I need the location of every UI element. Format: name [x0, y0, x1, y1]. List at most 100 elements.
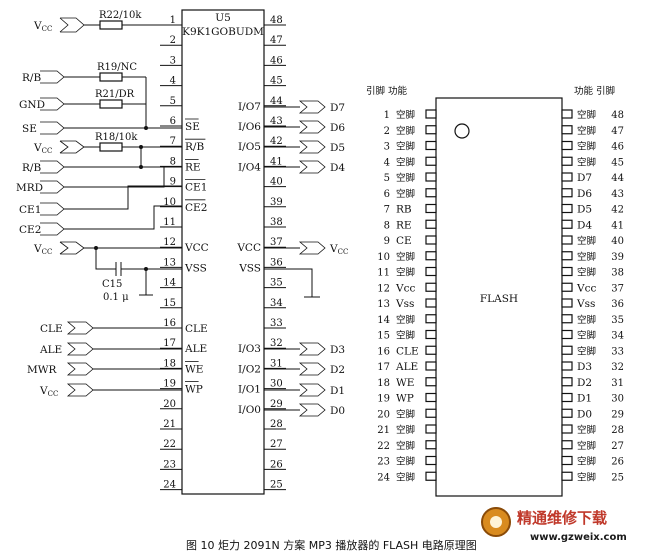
- flash-pin-function: 空脚: [577, 314, 596, 326]
- flash-pad-right: [561, 266, 573, 277]
- flash-pin-function: 空脚: [577, 235, 596, 247]
- flash-pin-number: 25: [611, 472, 624, 483]
- d4-net: D4: [264, 160, 345, 174]
- flash-pin-number: 45: [611, 157, 624, 168]
- flash-header-right: 功能 引脚: [574, 85, 615, 97]
- flash-pin-function: Vcc: [576, 282, 596, 294]
- u5-pin-label: CE2: [185, 202, 207, 214]
- flash-pad-left: [425, 266, 437, 277]
- u5-pin-number: 7: [170, 136, 176, 147]
- u5-pin-label: VSS: [184, 262, 207, 274]
- u5-pin-number: 33: [270, 318, 283, 329]
- flash-pin-function: 空脚: [396, 267, 415, 279]
- flash-pin-number: 3: [384, 142, 390, 153]
- flash-pin-number: 36: [611, 299, 624, 310]
- u5-right-pins: 4847464544I/O743I/O642I/O541I/O440393837…: [236, 15, 286, 491]
- flash-pin-number: 2: [384, 126, 390, 137]
- flash-pad-right: [561, 471, 573, 481]
- flash-pin-number: 31: [611, 378, 624, 389]
- flash-pin-number: 46: [611, 142, 624, 153]
- flash-pad-right: [561, 377, 573, 387]
- flash-pin-number: 1: [384, 110, 390, 121]
- se-label: SE: [22, 123, 37, 135]
- u5-pin-number: 34: [270, 298, 283, 309]
- flash-pad-right: [561, 109, 573, 119]
- u5-pin-number: 31: [270, 358, 283, 369]
- ce1-label: CE1: [19, 204, 41, 216]
- flash-pin-function: CLE: [396, 345, 419, 357]
- d3-connector-icon: [298, 342, 326, 356]
- gnd-label: GND: [19, 99, 45, 111]
- flash-pin-number: 14: [377, 315, 390, 326]
- u5-pin-label: I/O5: [238, 141, 261, 153]
- flash-pin-function: CE: [396, 235, 412, 247]
- flash-pin-function: 空脚: [577, 471, 596, 483]
- flash-pin-function: D6: [577, 188, 592, 200]
- flash-pad-left: [425, 361, 437, 371]
- flash-pad-left: [425, 424, 437, 434]
- u5-ref: U5: [215, 12, 231, 24]
- flash-pad-right: [561, 345, 573, 355]
- flash-pin-number: 4: [384, 157, 390, 168]
- u5-pin-number: 12: [163, 237, 176, 248]
- u5-pin-number: 24: [163, 480, 176, 491]
- flash-pin-function: 空脚: [396, 456, 415, 468]
- vcc-right-label: VCC: [329, 243, 348, 256]
- d0-connector-icon: [298, 403, 326, 417]
- flash-pin-function: D4: [577, 219, 592, 231]
- u5-pin-number: 17: [163, 338, 176, 349]
- flash-pin-function: 空脚: [577, 424, 596, 436]
- flash-pad-left: [425, 392, 437, 403]
- flash-pin-number: 21: [377, 425, 390, 436]
- flash-pad-left: [425, 109, 437, 119]
- flash-pin-number: 16: [377, 346, 390, 357]
- flash-pad-right: [561, 455, 573, 466]
- flash-pad-left: [425, 298, 437, 308]
- u5-pin-label: CLE: [185, 323, 208, 335]
- flash-pin-number: 8: [384, 220, 390, 231]
- flash-pin-number: 29: [611, 409, 624, 420]
- vcc2-label: VCC: [33, 142, 52, 155]
- flash-pin-number: 5: [384, 173, 390, 184]
- flash-pin-function: Vss: [395, 298, 414, 310]
- d7-connector-icon: [298, 100, 326, 114]
- flash-pin-function: 空脚: [577, 440, 596, 452]
- u5-pin-number: 29: [270, 399, 283, 410]
- flash-pin-function: D2: [577, 377, 592, 389]
- flash-pin-function: D7: [577, 172, 592, 184]
- flash-pin-number: 28: [611, 425, 624, 436]
- u5-pin-number: 27: [270, 439, 283, 450]
- u5-pin-number: 41: [270, 156, 283, 167]
- flash-pin-function: 空脚: [396, 251, 415, 263]
- flash-pad-left: [425, 282, 437, 292]
- u5-pin-number: 13: [163, 257, 176, 268]
- u5-pin-number: 21: [163, 419, 176, 430]
- flash-pin-function: 空脚: [577, 125, 596, 137]
- u5-pin-number: 14: [163, 278, 176, 289]
- vcc3-label: VCC: [33, 243, 52, 256]
- vcc-right-net: VCC: [264, 241, 348, 256]
- flash-pin-number: 30: [611, 394, 624, 405]
- ale-label: ALE: [39, 344, 62, 356]
- flash-pad-right: [561, 251, 573, 261]
- flash-pin-function: WE: [396, 377, 414, 389]
- u5-pin-number: 22: [163, 439, 176, 450]
- se-connector-icon: [40, 121, 65, 135]
- rb2-label: R/B: [22, 162, 41, 174]
- u5-pin-label: I/O3: [238, 343, 261, 355]
- right-nets: D7 D6 D5 D4 VCC D3 D2 D1 D0: [264, 100, 348, 417]
- vcc1-connector-icon: [59, 17, 85, 33]
- d0-net: D0: [264, 403, 345, 417]
- u5-pin-label: ALE: [184, 343, 207, 355]
- flash-pin-function: RB: [396, 204, 412, 216]
- flash-pad-left: [425, 140, 437, 151]
- u5-pin-label: VSS: [238, 262, 261, 274]
- flash-pad-left: [425, 455, 437, 466]
- u5-pin-number: 9: [170, 177, 176, 188]
- flash-pad-left: [425, 188, 437, 198]
- flash-pin-number: 9: [384, 236, 390, 247]
- u5-pin-label: CE1: [185, 182, 207, 194]
- flash-pin-number: 33: [611, 346, 624, 357]
- d5-net: D5: [264, 140, 345, 154]
- d3-net: D3: [264, 342, 345, 356]
